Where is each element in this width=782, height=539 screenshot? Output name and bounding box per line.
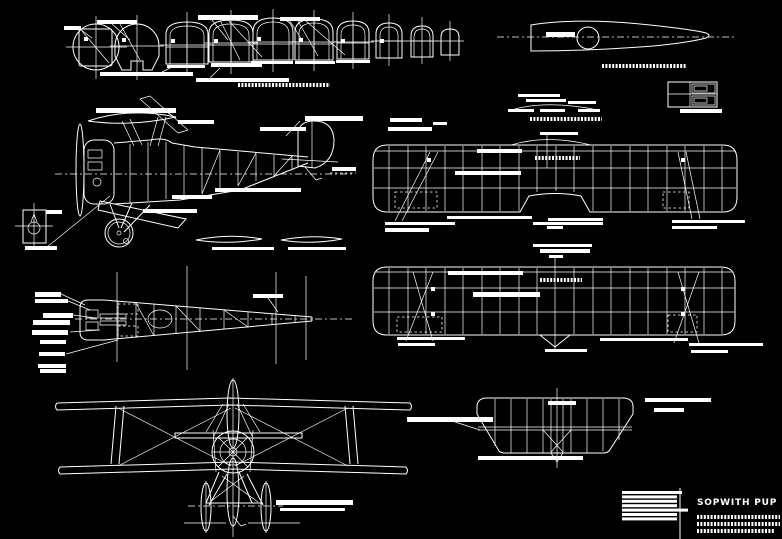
propeller-side: [76, 124, 84, 216]
upper-wing-airfoil: [88, 113, 176, 123]
former-label-bars: [64, 15, 345, 85]
upper-wing-plan: [373, 132, 745, 258]
upper-wing-label-bars: [385, 132, 745, 258]
title-block: SOPWITH PUP: [622, 488, 780, 539]
fuselage-formers-section: [64, 9, 464, 85]
strut-section-b: [281, 237, 342, 243]
fuselage-frame-top-view: [32, 266, 352, 370]
strut-section-a: [196, 236, 262, 242]
former-3: [160, 12, 214, 76]
engine-cowl-side: [84, 140, 114, 204]
axle-fitting-detail: [15, 196, 110, 250]
former-9: [406, 17, 438, 64]
side-view-label-bars: [96, 108, 447, 250]
former-8: [371, 14, 407, 66]
propeller-front: [227, 380, 239, 448]
lower-wing-airfoil: [98, 201, 186, 228]
former-2: [110, 15, 164, 80]
fuselage-top-view: [497, 21, 737, 66]
former-5: [248, 9, 298, 72]
tailplane-plan: [407, 388, 711, 468]
aircraft-side-view: [15, 96, 447, 250]
fitting-detail-box: [668, 82, 722, 113]
tailplane-front: [175, 433, 302, 438]
former-1-nose-ring: [66, 16, 127, 79]
wheel-side: [105, 219, 133, 247]
former-7: [332, 12, 374, 69]
turtledeck-detail: [508, 94, 602, 119]
title-block-notes: [697, 517, 780, 531]
lower-wing-plan: [373, 258, 763, 353]
lower-wing-label-bars: [397, 271, 763, 353]
frame-top-view-label-bars: [32, 292, 283, 368]
sheet-title: SOPWITH PUP: [697, 498, 777, 508]
fin-rudder-side: [298, 121, 334, 168]
title-block-text-bars: [622, 491, 688, 521]
aircraft-front-view: [40, 369, 440, 537]
former-10: [436, 21, 464, 61]
tailplane-label-bars: [407, 398, 711, 460]
